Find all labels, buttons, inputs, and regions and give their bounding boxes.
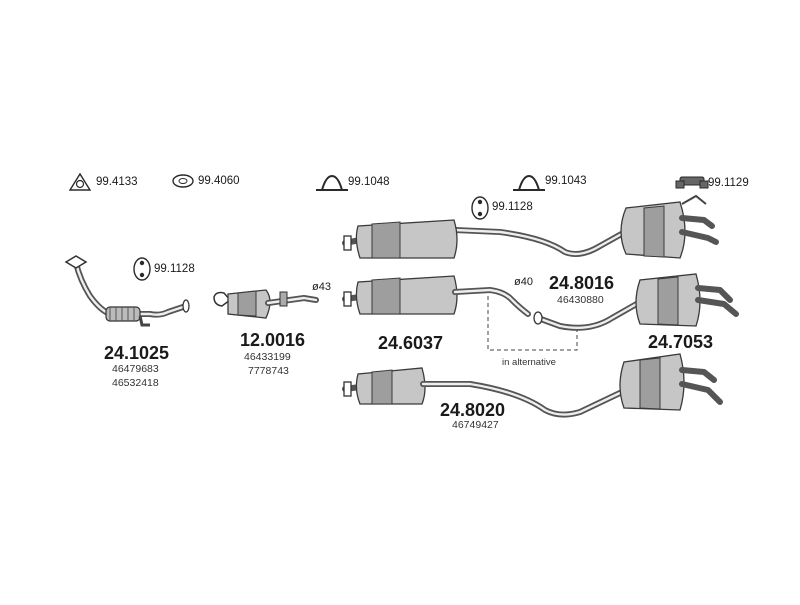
rear-section-lower-drawing bbox=[342, 353, 723, 418]
catalytic-converter-drawing bbox=[213, 289, 319, 319]
diameter-label: ø43 bbox=[312, 281, 331, 293]
reference-number: 7778743 bbox=[248, 365, 289, 377]
reference-number: 46430880 bbox=[557, 294, 604, 306]
accessory-code: 99.1129 bbox=[708, 177, 749, 189]
hanger-bracket-icon bbox=[675, 176, 709, 189]
middle-silencer-drawing bbox=[342, 275, 531, 317]
accessory-code: 99.4060 bbox=[198, 175, 240, 187]
part-code: 24.1025 bbox=[104, 343, 170, 363]
reference-number: 46749427 bbox=[452, 419, 499, 431]
accessory-code: 99.4133 bbox=[96, 176, 138, 188]
part-code: 24.8020 bbox=[440, 400, 506, 420]
rear-silencer-drawing bbox=[533, 273, 739, 331]
part-code: 24.7053 bbox=[648, 332, 714, 352]
middle-silencer-upper-drawing bbox=[342, 219, 458, 259]
ring-gasket-icon bbox=[172, 174, 194, 188]
u-clamp-icon bbox=[513, 174, 545, 191]
front-pipe-drawing bbox=[64, 255, 190, 327]
accessory-code: 99.1128 bbox=[492, 201, 533, 213]
alternative-note: in alternative bbox=[502, 357, 556, 368]
reference-number: 46479683 bbox=[112, 363, 159, 375]
alternative-bracket bbox=[487, 296, 578, 351]
reference-number: 46433199 bbox=[244, 351, 291, 363]
triangle-gasket-icon bbox=[68, 172, 92, 191]
accessory-code: 99.1043 bbox=[545, 175, 587, 187]
rubber-mount-icon bbox=[471, 196, 489, 220]
accessory-code: 99.1128 bbox=[154, 263, 195, 275]
part-code: 12.0016 bbox=[240, 330, 306, 350]
u-clamp-icon bbox=[316, 174, 348, 191]
rear-silencer-top-drawing bbox=[452, 194, 719, 259]
part-code: 24.6037 bbox=[378, 333, 444, 353]
reference-number: 46532418 bbox=[112, 377, 159, 389]
accessory-code: 99.1048 bbox=[348, 176, 390, 188]
diameter-label: ø40 bbox=[514, 276, 533, 288]
part-code: 24.8016 bbox=[549, 273, 615, 293]
rubber-mount-icon bbox=[133, 257, 151, 281]
